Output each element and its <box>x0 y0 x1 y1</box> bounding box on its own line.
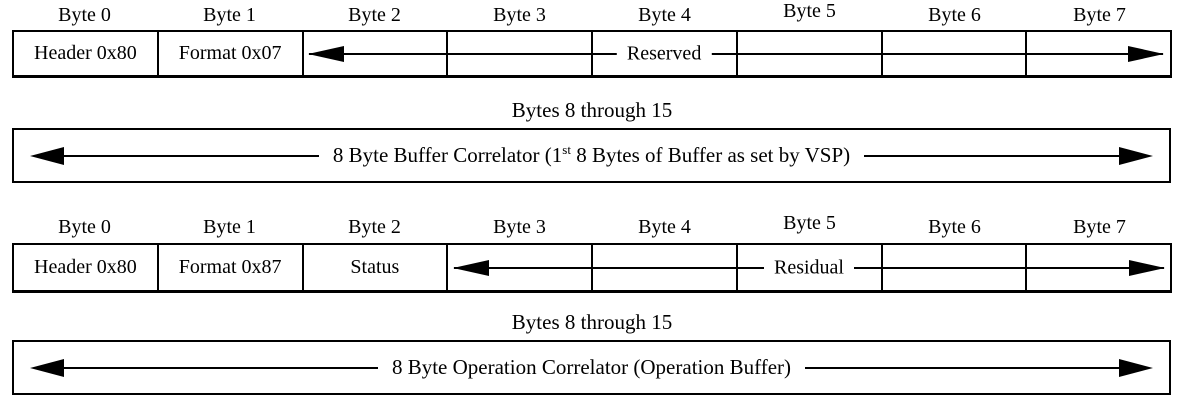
byte-header-label: Byte 3 <box>493 4 546 26</box>
arrow-shaft <box>64 366 378 369</box>
arrow-shaft <box>64 154 319 157</box>
bytes-8-15-caption: Bytes 8 through 15 <box>511 310 673 334</box>
arrowhead-left-icon <box>453 260 489 276</box>
byte-header-label: Byte 4 <box>638 4 691 26</box>
residual-span-arrow: Residual <box>448 243 1170 293</box>
arrowhead-right-icon <box>1128 46 1164 62</box>
arrowhead-left-icon <box>30 358 64 377</box>
byte-header-row-87: Byte 0 Byte 1 Byte 2 Byte 3 Byte 4 Byte … <box>12 212 1172 239</box>
table-cell-status: Status <box>304 245 449 290</box>
table-cell-format: Format 0x87 <box>159 245 304 290</box>
arrowhead-right-icon <box>1119 358 1153 377</box>
byte-header-label: Byte 1 <box>203 4 256 26</box>
table-cell-format: Format 0x07 <box>159 32 304 75</box>
byte-header-label: Byte 7 <box>1073 216 1126 238</box>
byte-header-label: Byte 2 <box>348 216 401 238</box>
bytes-8-15-caption: Bytes 8 through 15 <box>511 98 673 122</box>
superscript-st: st <box>562 142 571 157</box>
byte-header-label: Byte 6 <box>928 4 981 26</box>
byte-header-label: Byte 6 <box>928 216 981 238</box>
byte-header-label: Byte 3 <box>493 216 546 238</box>
arrow-shaft <box>309 53 1163 55</box>
operation-correlator-label: 8 Byte Operation Correlator (Operation B… <box>391 355 792 379</box>
arrowhead-right-icon <box>1119 146 1154 165</box>
buffer-correlator-label: 8 Byte Buffer Correlator (1st 8 Bytes of… <box>332 142 851 167</box>
reserved-label: Reserved <box>616 42 712 66</box>
byte-header-label: Byte 0 <box>58 4 111 26</box>
byte-header-label: Byte 2 <box>348 4 401 26</box>
byte-table-format87: Header 0x80 Format 0x87 Status <box>12 243 1172 293</box>
arrowhead-left-icon <box>308 46 344 62</box>
byte-header-label: Byte 1 <box>203 216 256 238</box>
arrowhead-left-icon <box>30 146 64 165</box>
arrowhead-right-icon <box>1129 260 1165 276</box>
reserved-span-arrow: Reserved <box>303 30 1169 78</box>
table-cell-header: Header 0x80 <box>14 32 159 75</box>
byte-header-label: Byte 4 <box>638 216 691 238</box>
residual-label: Residual <box>764 256 854 280</box>
table-cell-header: Header 0x80 <box>14 245 159 290</box>
byte-header-row-07: Byte 0 Byte 1 Byte 2 Byte 3 Byte 4 Byte … <box>12 0 1172 27</box>
arrow-shaft <box>805 366 1119 369</box>
arrow-shaft <box>864 154 1120 157</box>
buffer-correlator-box: 8 Byte Buffer Correlator (1st 8 Bytes of… <box>12 128 1171 183</box>
byte-header-label: Byte 0 <box>58 216 111 238</box>
byte-header-label: Byte 5 <box>783 0 836 22</box>
operation-correlator-box: 8 Byte Operation Correlator (Operation B… <box>12 340 1171 395</box>
byte-header-label: Byte 7 <box>1073 4 1126 26</box>
byte-header-label: Byte 5 <box>783 212 836 234</box>
